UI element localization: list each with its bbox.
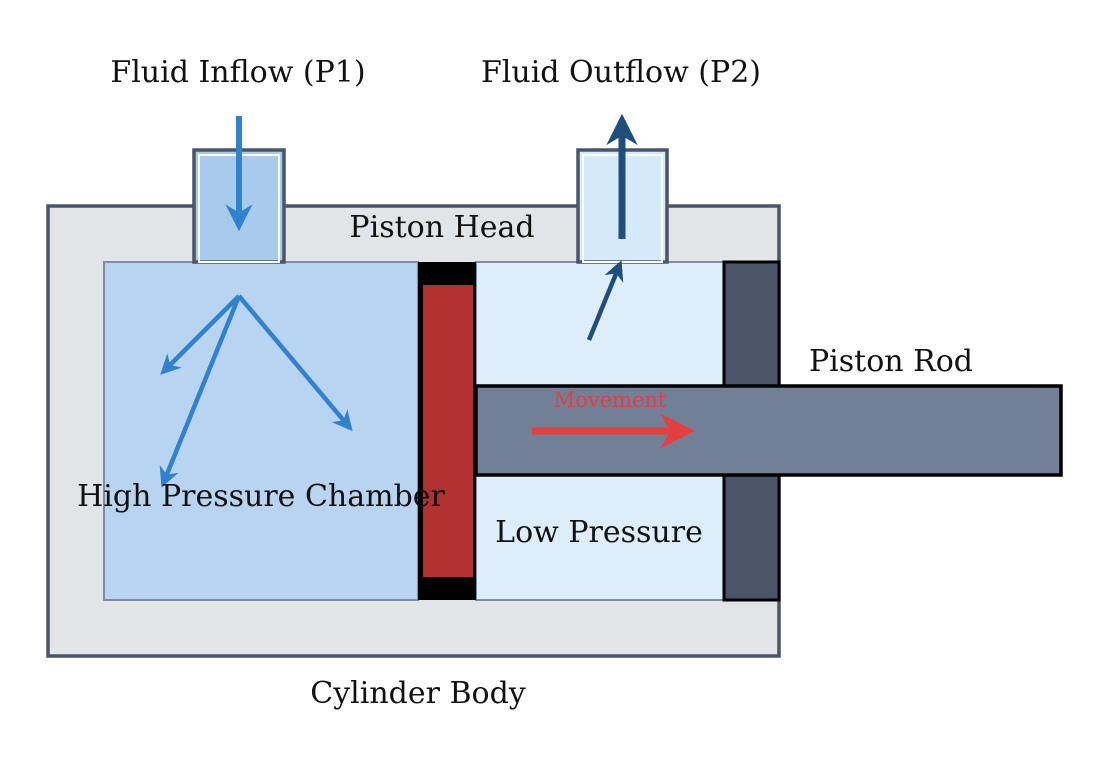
outflow-collect-arrow — [586, 260, 624, 341]
movement-label: Movement — [554, 388, 667, 412]
flow-arrow-down — [159, 295, 242, 488]
flow-arrow-right — [237, 294, 353, 432]
flow-arrow-left — [160, 294, 241, 375]
inflow-label: Fluid Inflow (P1) — [110, 55, 365, 90]
outflow-label: Fluid Outflow (P2) — [481, 55, 761, 90]
piston-head-label: Piston Head — [349, 210, 534, 245]
piston-rod-label: Piston Rod — [809, 344, 973, 379]
high-pressure-label: High Pressure Chamber — [77, 479, 445, 514]
high-pressure-chamber — [103, 261, 419, 601]
piston-head — [423, 285, 473, 577]
low-pressure-label: Low Pressure — [495, 515, 703, 550]
cylinder-body-label: Cylinder Body — [310, 676, 526, 711]
